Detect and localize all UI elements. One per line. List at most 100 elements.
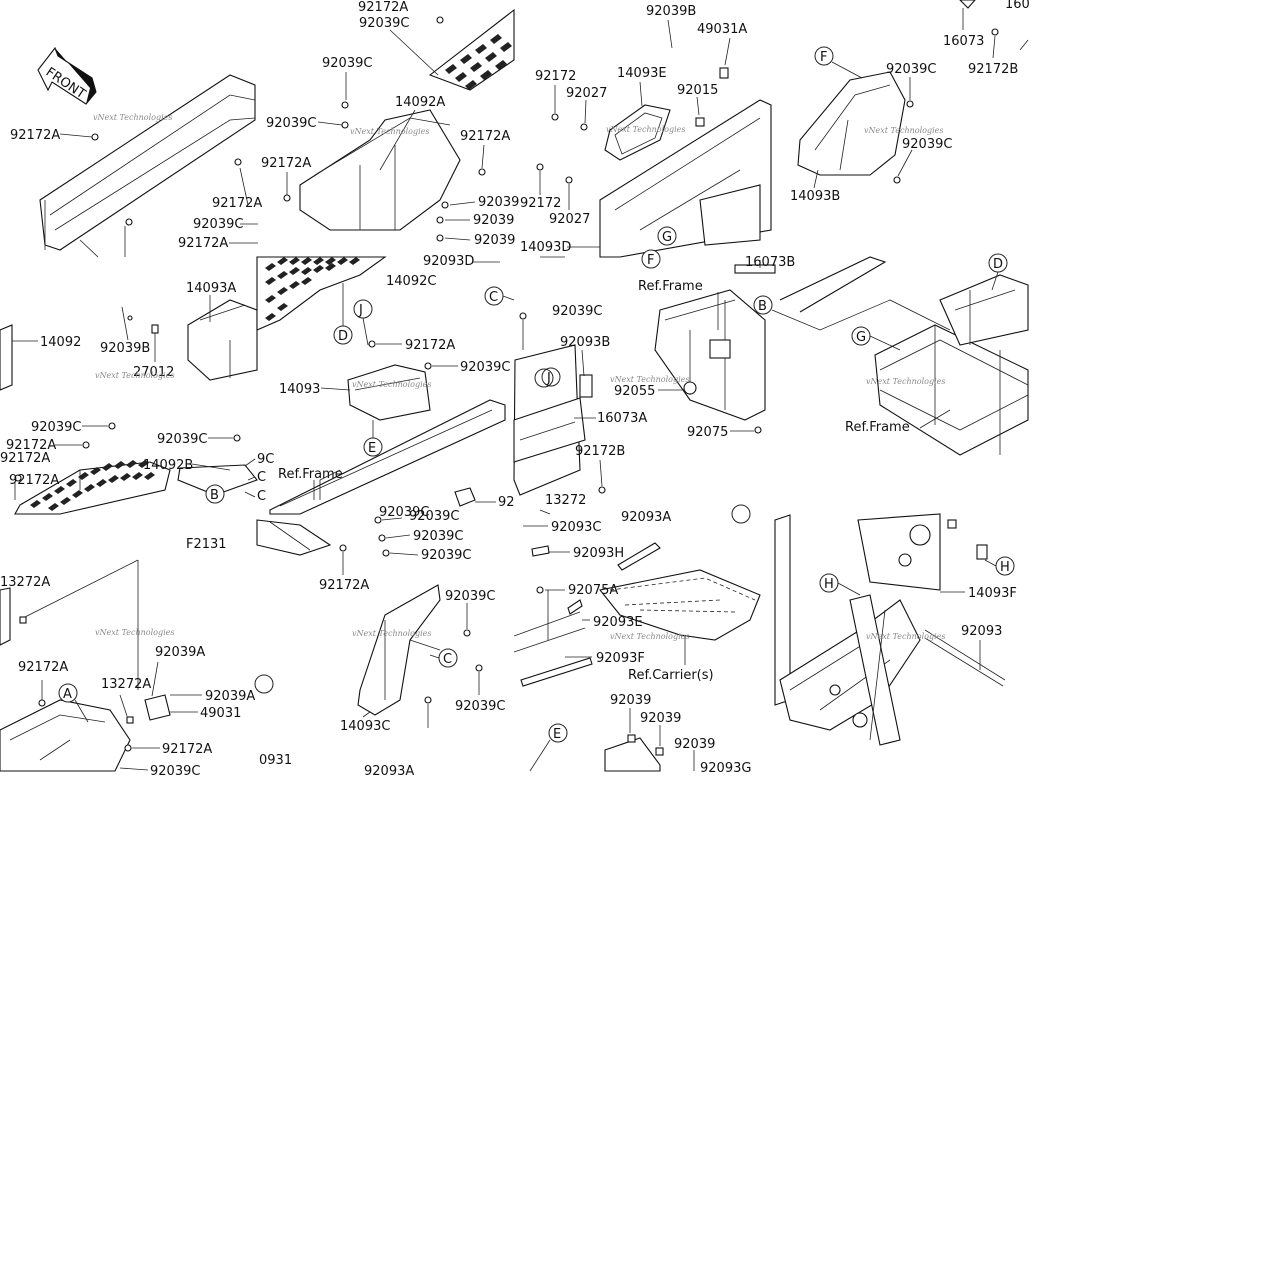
part-label: 92039 <box>478 195 519 210</box>
part-label: Ref.Carrier(s) <box>628 668 714 683</box>
tile-14093f <box>774 513 1015 746</box>
watermark-text: vNext Technologies <box>95 371 174 380</box>
part-label: 92039C <box>150 764 200 779</box>
part-label: 92 <box>498 495 515 510</box>
part-label: 16073A <box>597 411 647 426</box>
part-label: 92027 <box>549 212 590 227</box>
watermark-text: vNext Technologies <box>352 380 431 389</box>
ref-marker: F <box>820 50 827 65</box>
part-label: 14092C <box>386 274 436 289</box>
ref-marker: H <box>1000 560 1010 575</box>
ref-markers: F G D J E C J F B D G B A A C E H H <box>63 50 1010 742</box>
part-label: 49031 <box>200 706 241 721</box>
part-label: 92093D <box>423 254 474 269</box>
part-label: 14093B <box>790 189 840 204</box>
part-label: 92093B <box>560 335 610 350</box>
ref-marker: B <box>210 488 219 503</box>
ref-marker: F <box>647 253 654 268</box>
tile-frame-center <box>513 249 776 515</box>
part-label: 92039C <box>445 589 495 604</box>
part-label: 14093A <box>186 281 236 296</box>
ref-marker: H <box>824 577 834 592</box>
part-label: C <box>257 470 266 485</box>
tile-carrier <box>513 504 761 772</box>
part-label: 92039C <box>886 62 936 77</box>
part-label: 92039C <box>157 432 207 447</box>
part-label: 92172B <box>575 444 625 459</box>
part-label: 92039A <box>155 645 205 660</box>
part-label: 92039C <box>902 137 952 152</box>
ref-marker: C <box>489 290 498 305</box>
front-arrow-icon: FRONT <box>37 46 97 105</box>
watermark-text: vNext Technologies <box>606 125 685 134</box>
part-label: 13272 <box>545 493 586 508</box>
part-label: 92093E <box>593 615 643 630</box>
part-label: 92075A <box>568 583 618 598</box>
part-label: 92039 <box>473 213 514 228</box>
ref-marker: B <box>758 299 767 314</box>
part-label: 92055 <box>614 384 655 399</box>
part-label: 92039C <box>460 360 510 375</box>
part-label: 13272A <box>0 575 50 590</box>
watermark-text: vNext Technologies <box>93 113 172 122</box>
watermark-text: vNext Technologies <box>352 629 431 638</box>
part-label: 92172A <box>405 338 455 353</box>
part-label: 92039C <box>193 217 243 232</box>
part-label: 92172A <box>460 129 510 144</box>
part-label: 14093D <box>520 240 571 255</box>
part-label: 92172A <box>358 0 408 15</box>
part-label: 92172A <box>0 451 50 466</box>
part-label: 92172A <box>18 660 68 675</box>
part-label: 92093A <box>364 764 414 779</box>
part-label: 92093G <box>700 761 751 776</box>
part-label: 16073 <box>943 34 984 49</box>
part-label: 92039B <box>646 4 696 19</box>
part-label: Ref.Frame <box>278 467 343 482</box>
part-label: 92039C <box>409 509 459 524</box>
watermark-text: vNext Technologies <box>610 375 689 384</box>
part-label: 14092B <box>143 458 193 473</box>
part-label: 92039A <box>205 689 255 704</box>
part-label: 92093 <box>961 624 1002 639</box>
watermarks: vNext Technologies vNext Technologies vN… <box>93 113 945 641</box>
part-label: 92172A <box>10 128 60 143</box>
figure-code: F2131 <box>186 537 227 552</box>
part-label: 92093A <box>621 510 671 525</box>
watermark-text: vNext Technologies <box>350 127 429 136</box>
part-label: 92039C <box>552 304 602 319</box>
part-label: 92039 <box>610 693 651 708</box>
part-label: 92027 <box>566 86 607 101</box>
part-label: 92172A <box>319 578 369 593</box>
part-label: 0931 <box>259 753 292 768</box>
ref-marker: D <box>338 329 348 344</box>
part-label: Ref.Frame <box>845 420 910 435</box>
watermark-text: vNext Technologies <box>864 126 943 135</box>
part-label: 49031A <box>697 22 747 37</box>
part-label: 14092 <box>40 335 81 350</box>
watermark-text: vNext Technologies <box>610 632 689 641</box>
tile-49031 <box>0 559 202 772</box>
watermark-text: vNext Technologies <box>866 632 945 641</box>
part-label: 92039C <box>322 56 372 71</box>
ref-marker: E <box>368 441 376 456</box>
part-label: 92039C <box>266 116 316 131</box>
part-label: 27012 <box>133 365 174 380</box>
part-label: 92039 <box>474 233 515 248</box>
part-label: 92093F <box>596 651 645 666</box>
part-label: 92075 <box>687 425 728 440</box>
part-label: 160 <box>1005 0 1030 12</box>
ref-marker: J <box>358 303 363 318</box>
watermark-text: vNext Technologies <box>866 377 945 386</box>
part-label: 9C <box>257 452 274 467</box>
tile-14092a <box>283 8 515 242</box>
part-label: 14093E <box>617 66 667 81</box>
part-label: 92039C <box>421 548 471 563</box>
tile-14093a <box>0 295 258 515</box>
part-labels: 92172A 92039C 92039C 14092A 92039C 92172… <box>0 0 1030 779</box>
part-label: 92172A <box>6 438 56 453</box>
ref-marker: J <box>546 371 551 386</box>
tile-14093 <box>256 256 515 515</box>
part-label: 92039 <box>674 737 715 752</box>
part-label: 92039B <box>100 341 150 356</box>
